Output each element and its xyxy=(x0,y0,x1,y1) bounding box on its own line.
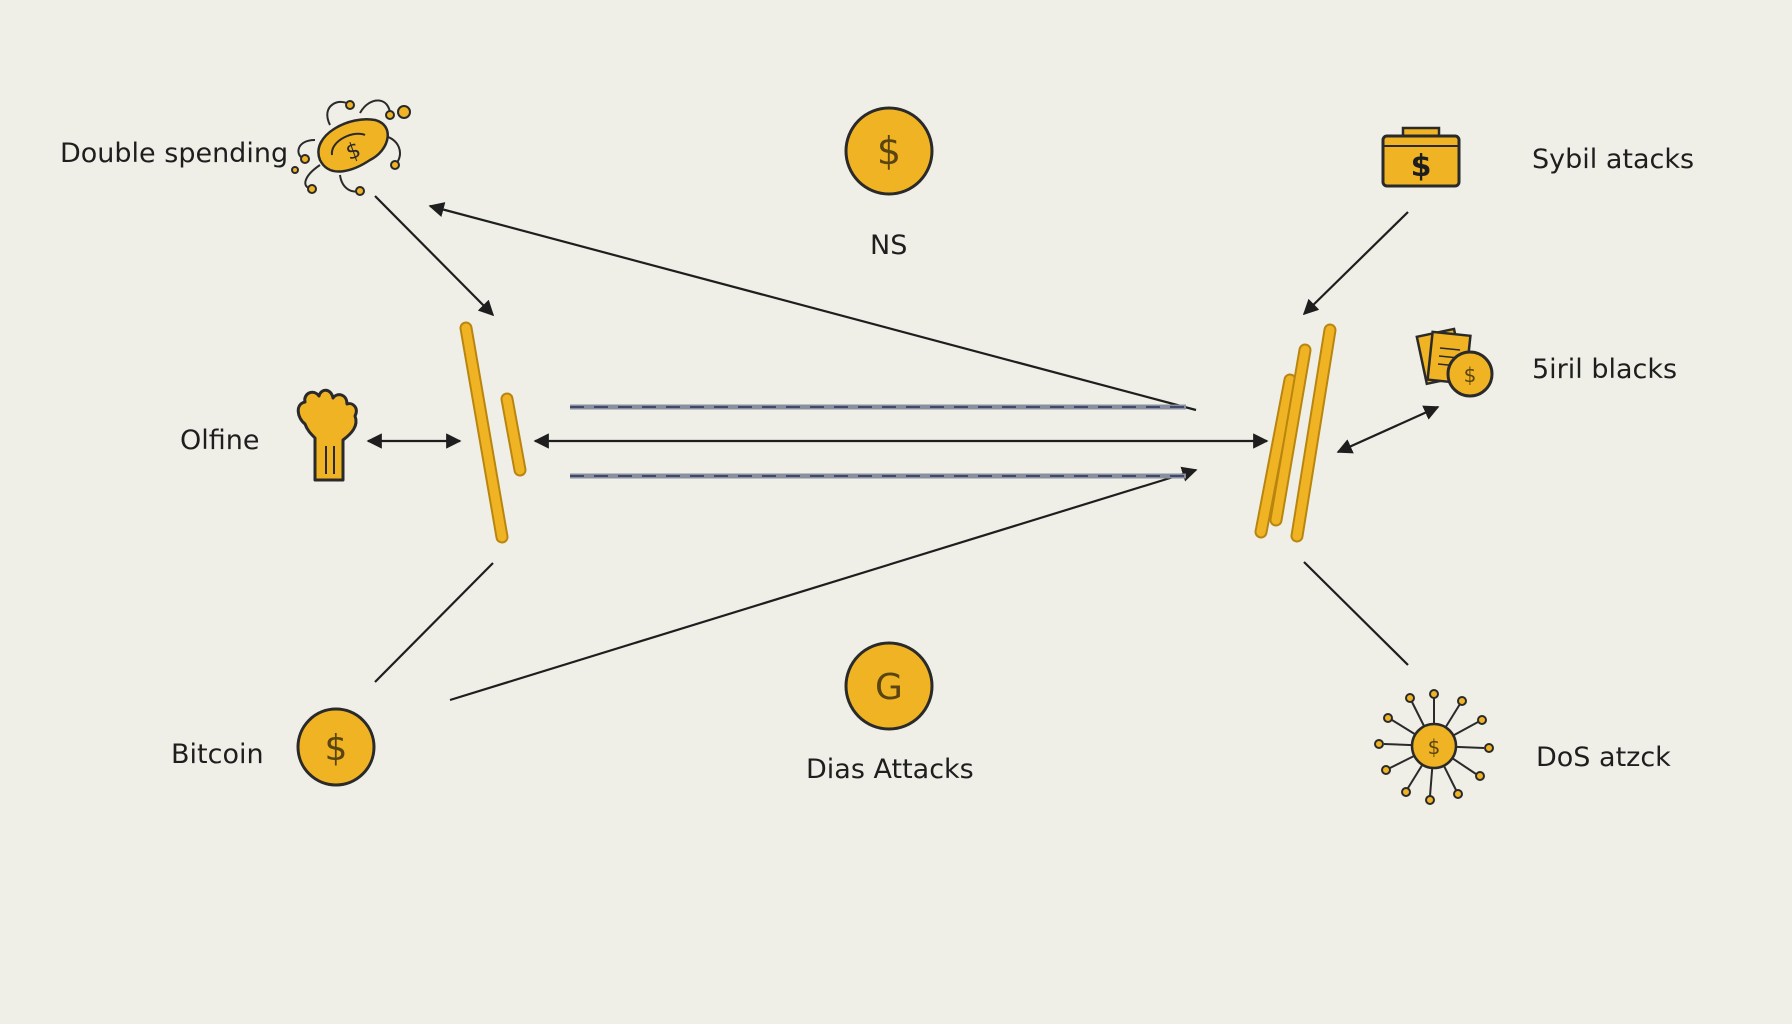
line-bitcoin-to-left-bar xyxy=(374,562,494,683)
bacteria-coin-icon: $ xyxy=(291,99,411,196)
line-right-bar-to-double-spending xyxy=(428,202,1197,412)
line-sybil-to-right-bar xyxy=(1302,211,1409,316)
connector-lines xyxy=(366,195,1440,702)
line-right-bar-to-dos xyxy=(1303,561,1409,666)
label-bitcoin: Bitcoin xyxy=(171,739,264,770)
dashed-lines xyxy=(570,404,1186,479)
dollar-box-icon: $ xyxy=(1381,126,1461,188)
c-coin-icon: G xyxy=(844,641,934,731)
svg-text:$: $ xyxy=(1428,735,1441,759)
label-sybil-attacks: Sybil atacks xyxy=(1532,144,1695,175)
network-coin-icon: $ xyxy=(1374,689,1494,805)
right-bars xyxy=(1254,323,1337,543)
svg-text:$: $ xyxy=(325,728,348,769)
svg-text:G: G xyxy=(875,667,903,708)
svg-text:$: $ xyxy=(1464,363,1477,387)
raised-fist-icon xyxy=(296,388,358,482)
label-double-spending: Double spending xyxy=(60,138,289,169)
label-ns: NS xyxy=(870,230,908,261)
line-bitcoin-to-right-bar xyxy=(449,466,1198,702)
line-double-spending-to-left-bar xyxy=(374,195,495,317)
label-dos-attack: DoS atzck xyxy=(1536,742,1671,773)
dollar-coin-icon: $ xyxy=(844,106,934,196)
left-bars xyxy=(459,321,527,544)
label-dias-attacks: Dias Attacks xyxy=(806,754,974,785)
line-blacks-right-bar xyxy=(1336,405,1440,454)
svg-text:$: $ xyxy=(1411,149,1432,184)
label-blacks: 5iril blacks xyxy=(1532,354,1678,385)
label-offline: Olfine xyxy=(180,425,260,456)
bitcoin-coin-icon: $ xyxy=(296,707,376,787)
svg-text:$: $ xyxy=(877,129,901,173)
documents-coin-icon: $ xyxy=(1415,327,1494,398)
